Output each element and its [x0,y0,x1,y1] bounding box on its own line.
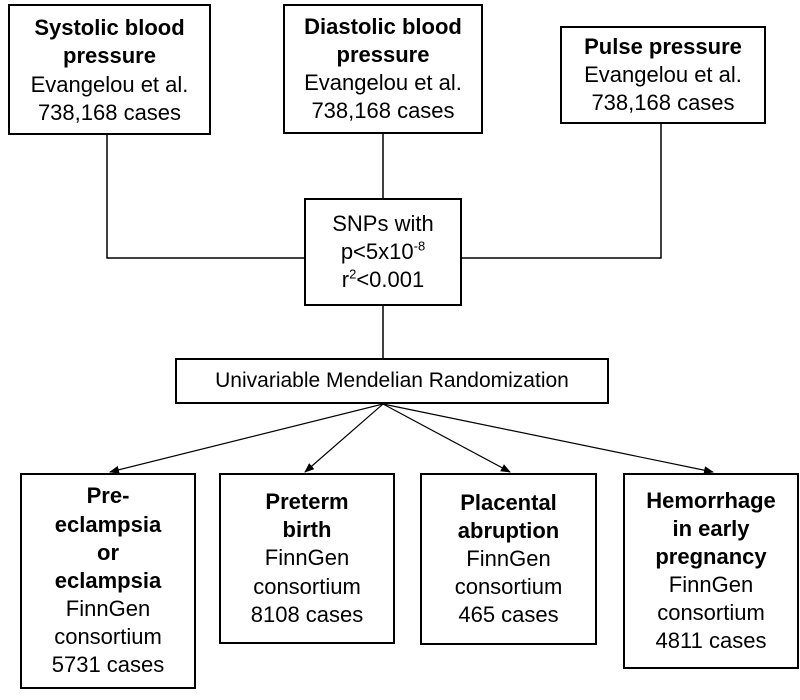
preeclampsia-source-line1: FinnGen [65,596,151,622]
preterm-cases: 8108 cases [250,601,364,627]
connector-pulse-to-snps [462,124,662,259]
pulse-title: Pulse pressure [584,33,742,59]
preterm-source-line2: consortium [253,573,361,599]
connector-systolic-to-snps [106,135,304,259]
placental-cases: 465 cases [458,602,559,628]
diastolic-cases: 738,168 cases [311,98,455,124]
systolic-title-line1: Systolic blood [34,15,185,41]
preeclampsia-title-line3: or [97,539,119,565]
hemorrhage-source-line2: consortium [657,600,765,626]
pvalue-exponent: -8 [413,238,426,254]
outcome-box-preeclampsia: Pre- eclampsia or eclampsia FinnGen cons… [20,473,196,689]
snp-criteria-r2: r2<0.001 [342,266,424,294]
r2-exponent: 2 [349,266,357,282]
placental-title-line2: abruption [457,517,560,543]
exposure-box-diastolic: Diastolic blood pressure Evangelou et al… [283,4,483,134]
snp-criteria-box: SNPs with p<5x10-8 r2<0.001 [304,198,462,306]
pvalue-text: p<5x10 [340,238,414,264]
systolic-cases: 738,168 cases [37,99,182,125]
arrow-mr-to-preeclampsia [109,403,384,474]
preterm-title-line2: birth [282,517,332,543]
pulse-source: Evangelou et al. [584,61,742,87]
preterm-source-line1: FinnGen [264,545,350,571]
placental-source-line1: FinnGen [466,545,551,571]
systolic-source: Evangelou et al. [30,71,189,97]
r2-suffix: <0.001 [356,267,425,293]
diastolic-title-line2: pressure [336,41,430,67]
placental-source-line2: consortium [454,574,563,600]
pulse-cases: 738,168 cases [591,90,735,116]
preeclampsia-source-line2: consortium [54,624,162,650]
method-box: Univariable Mendelian Randomization [175,358,609,404]
exposure-box-pulse: Pulse pressure Evangelou et al. 738,168 … [560,26,766,124]
hemorrhage-cases: 4811 cases [655,628,767,654]
outcome-box-preterm: Preterm birth FinnGen consortium 8108 ca… [219,473,395,644]
exposure-box-systolic: Systolic blood pressure Evangelou et al.… [8,4,211,135]
preeclampsia-title-line1: Pre- [86,483,130,509]
diastolic-title-line1: Diastolic blood [304,13,462,39]
preeclampsia-title-line2: eclampsia [54,511,162,537]
outcome-box-hemorrhage: Hemorrhage in early pregnancy FinnGen co… [623,473,799,669]
snp-criteria-pvalue: p<5x10-8 [341,238,425,266]
r2-prefix: r [341,267,350,293]
arrow-mr-to-preterm [304,403,384,473]
arrow-mr-to-placental [382,403,511,473]
systolic-title-line2: pressure [63,43,156,69]
diastolic-source: Evangelou et al. [304,70,462,95]
hemorrhage-source-line1: FinnGen [668,572,754,597]
snp-criteria-line1: SNPs with [332,210,434,236]
preeclampsia-title-line4: eclampsia [54,567,162,593]
hemorrhage-title-line1: Hemorrhage [646,487,776,513]
arrow-mr-to-hemorrhage [382,403,714,475]
placental-title-line1: Placental [460,489,557,515]
preterm-title-line1: Preterm [265,489,349,515]
outcome-box-placental: Placental abruption FinnGen consortium 4… [420,473,597,645]
preeclampsia-cases: 5731 cases [51,652,165,678]
method-label: Univariable Mendelian Randomization [215,368,569,392]
hemorrhage-title-line3: pregnancy [655,543,767,569]
hemorrhage-title-line2: in early [672,515,750,541]
